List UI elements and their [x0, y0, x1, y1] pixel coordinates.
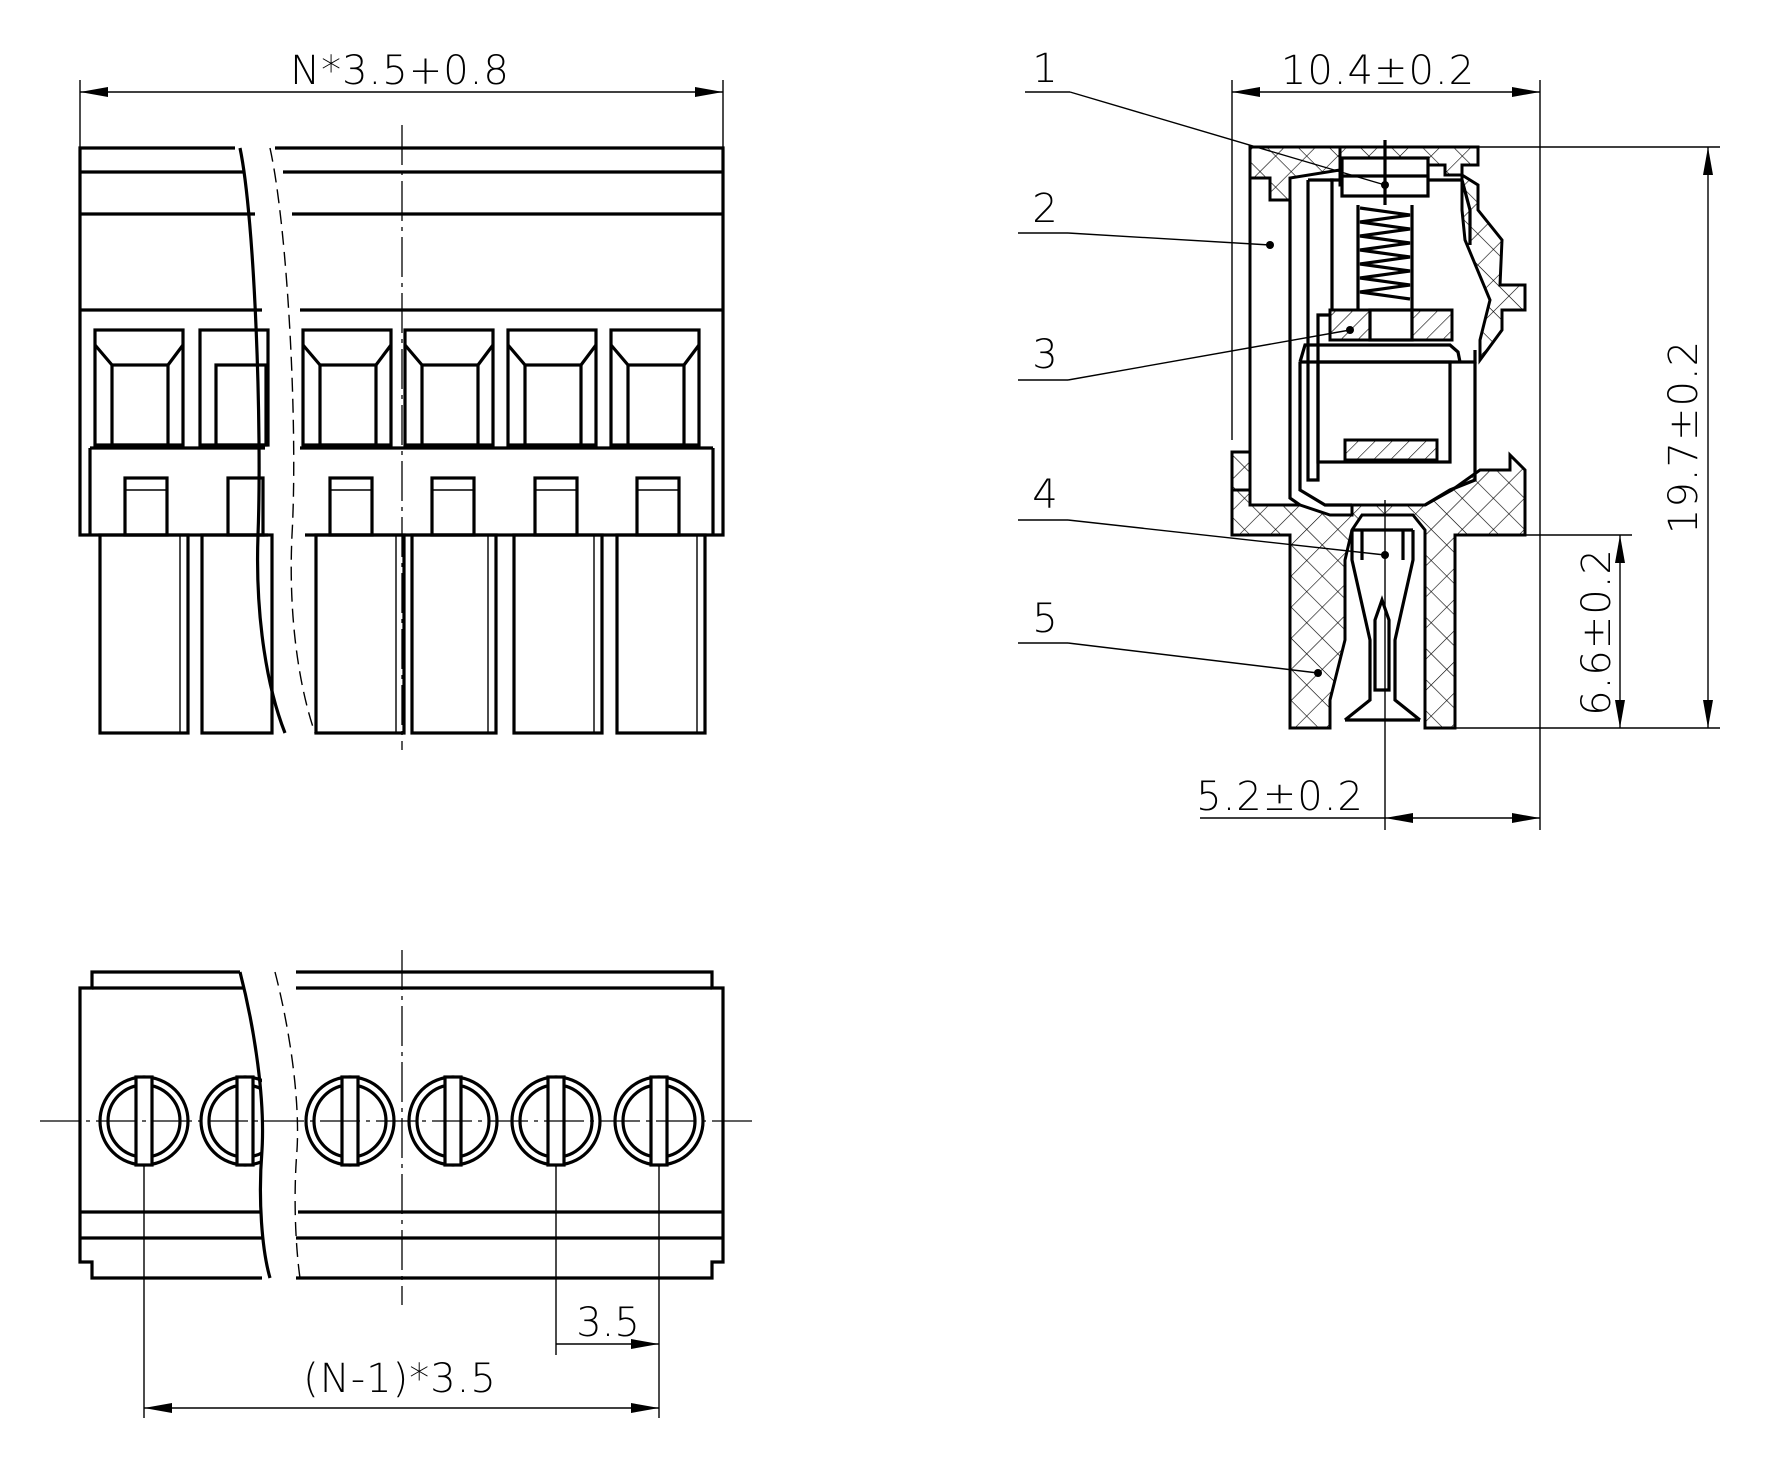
overall-width-dimension: N*3.5+0.8	[79, 48, 724, 148]
housing-left-wall	[1230, 145, 1342, 492]
clamp-box	[1316, 360, 1452, 464]
depth-label: 10.4±0.2	[1281, 48, 1475, 94]
clamp-top	[1298, 343, 1462, 363]
screw-section	[1340, 140, 1430, 310]
overall-width-label: N*3.5+0.8	[290, 48, 510, 94]
pin-height-dimension: 6.6±0.2	[1525, 534, 1632, 728]
front-break-left	[238, 147, 287, 734]
top-break-left	[238, 971, 272, 1279]
pin-offset-dimension: 5.2±0.2	[1196, 500, 1540, 830]
opening-4	[403, 328, 495, 537]
section-view: 1 2 3 4 5 10.4±0.2 19.7±0.2	[1018, 46, 1720, 830]
inner-slot	[1306, 178, 1334, 482]
depth-dimension: 10.4±0.2	[1231, 48, 1541, 830]
clamp-nut-right	[1410, 308, 1454, 342]
callout-1: 1	[1032, 46, 1057, 92]
callout-5: 5	[1032, 596, 1057, 642]
front-view: N*3.5+0.8	[78, 48, 725, 750]
pin-height-label: 6.6±0.2	[1574, 548, 1620, 716]
pitch-span-label: (N-1)*3.5	[303, 1356, 497, 1402]
contact-strip-right	[1424, 362, 1477, 507]
contact-strip-left	[1298, 362, 1352, 507]
opening-3	[301, 328, 393, 537]
clamp-nut-left	[1328, 308, 1372, 342]
opening-5	[506, 328, 598, 537]
callout-4: 4	[1032, 472, 1057, 518]
opening-2	[198, 328, 270, 537]
opening-6	[609, 328, 701, 537]
top-view: 3.5 (N-1)*3.5	[40, 950, 755, 1418]
pitch-span-dimension: (N-1)*3.5	[143, 1165, 660, 1418]
callout-2: 2	[1032, 186, 1057, 232]
clamp-bar	[1300, 350, 1477, 364]
front-wire-openings	[93, 328, 701, 537]
inner-wall	[1288, 200, 1301, 507]
housing-base	[1230, 451, 1527, 730]
pitch-dimension: 3.5	[555, 1165, 660, 1355]
pitch-label: 3.5	[576, 1300, 640, 1346]
height-dimension: 19.7±0.2	[1455, 146, 1720, 729]
pin-offset-label: 5.2±0.2	[1196, 774, 1364, 820]
clamp-bottom	[1343, 438, 1439, 462]
contact-pin	[1344, 528, 1421, 722]
housing-right-wall	[1460, 172, 1527, 365]
callout-leaders	[1018, 91, 1389, 677]
height-label: 19.7±0.2	[1661, 340, 1707, 534]
front-pin-blocks	[98, 533, 707, 735]
clamp-nut-center	[1368, 308, 1414, 342]
front-break-right	[269, 147, 316, 734]
top-break-right	[274, 971, 301, 1279]
callout-3: 3	[1032, 332, 1057, 378]
opening-1	[93, 328, 185, 537]
